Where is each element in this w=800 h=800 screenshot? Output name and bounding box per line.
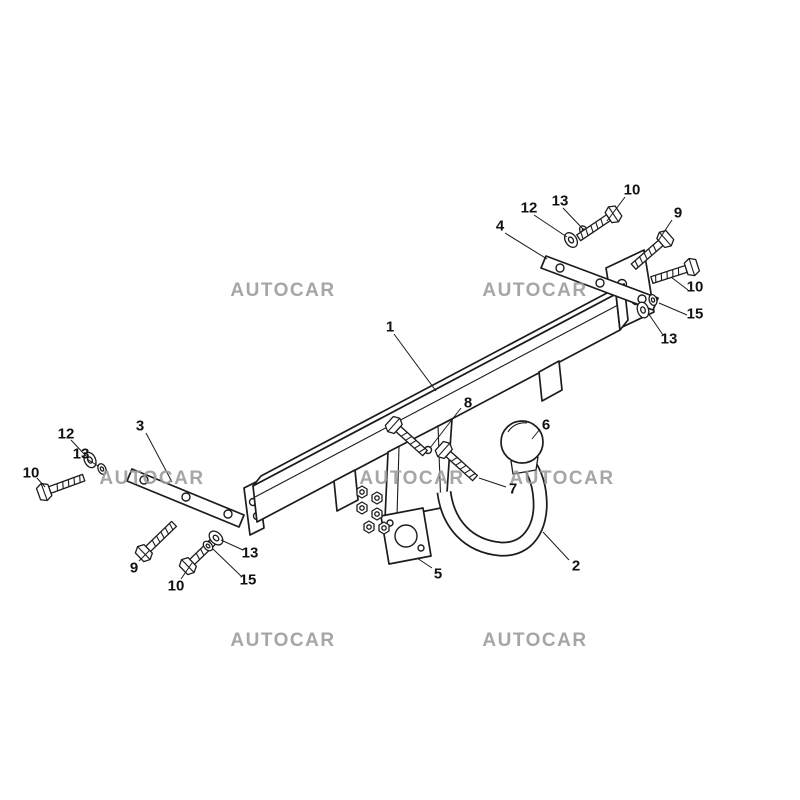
nut-b — [371, 491, 383, 505]
part-tow-ball — [500, 420, 544, 464]
watermark-autocar: AUTOCAR — [482, 280, 588, 301]
part-label: 13 — [551, 192, 569, 210]
part-strip-right — [540, 255, 659, 311]
watermark-autocar: AUTOCAR — [359, 468, 465, 489]
washer-12-right — [561, 229, 581, 251]
nut-e — [363, 520, 375, 534]
part-label: 13 — [72, 445, 90, 463]
part-label: 15 — [239, 571, 257, 589]
leader-lines — [36, 196, 689, 580]
part-label: 8 — [463, 394, 473, 412]
part-label: 10 — [623, 181, 641, 199]
part-label: 10 — [686, 278, 704, 296]
part-label: 9 — [129, 559, 139, 577]
part-label: 7 — [508, 480, 518, 498]
watermark-autocar: AUTOCAR — [99, 468, 205, 489]
part-label: 3 — [135, 417, 145, 435]
part-label: 13 — [660, 330, 678, 348]
part-socket-plate — [380, 507, 432, 565]
part-label: 4 — [495, 217, 505, 235]
part-label: 15 — [686, 305, 704, 323]
watermark-autocar: AUTOCAR — [230, 280, 336, 301]
part-label: 13 — [241, 544, 259, 562]
part-label: 10 — [167, 577, 185, 595]
nut-c — [356, 501, 368, 515]
nut-f — [378, 521, 390, 535]
part-label: 12 — [520, 199, 538, 217]
part-label: 12 — [57, 425, 75, 443]
bolt-10-far-left — [34, 468, 88, 504]
bolt-9-left — [132, 516, 181, 565]
part-label: 10 — [22, 464, 40, 482]
part-label: 6 — [541, 416, 551, 434]
watermark-autocar: AUTOCAR — [482, 630, 588, 651]
part-strip-left — [126, 468, 245, 528]
part-label: 9 — [673, 204, 683, 222]
watermark-autocar: AUTOCAR — [509, 468, 615, 489]
nut-d — [371, 507, 383, 521]
part-label: 1 — [385, 318, 395, 336]
part-label: 5 — [433, 565, 443, 583]
part-label: 2 — [571, 557, 581, 575]
bolt-9-right — [627, 227, 677, 275]
watermark-autocar: AUTOCAR — [230, 630, 336, 651]
